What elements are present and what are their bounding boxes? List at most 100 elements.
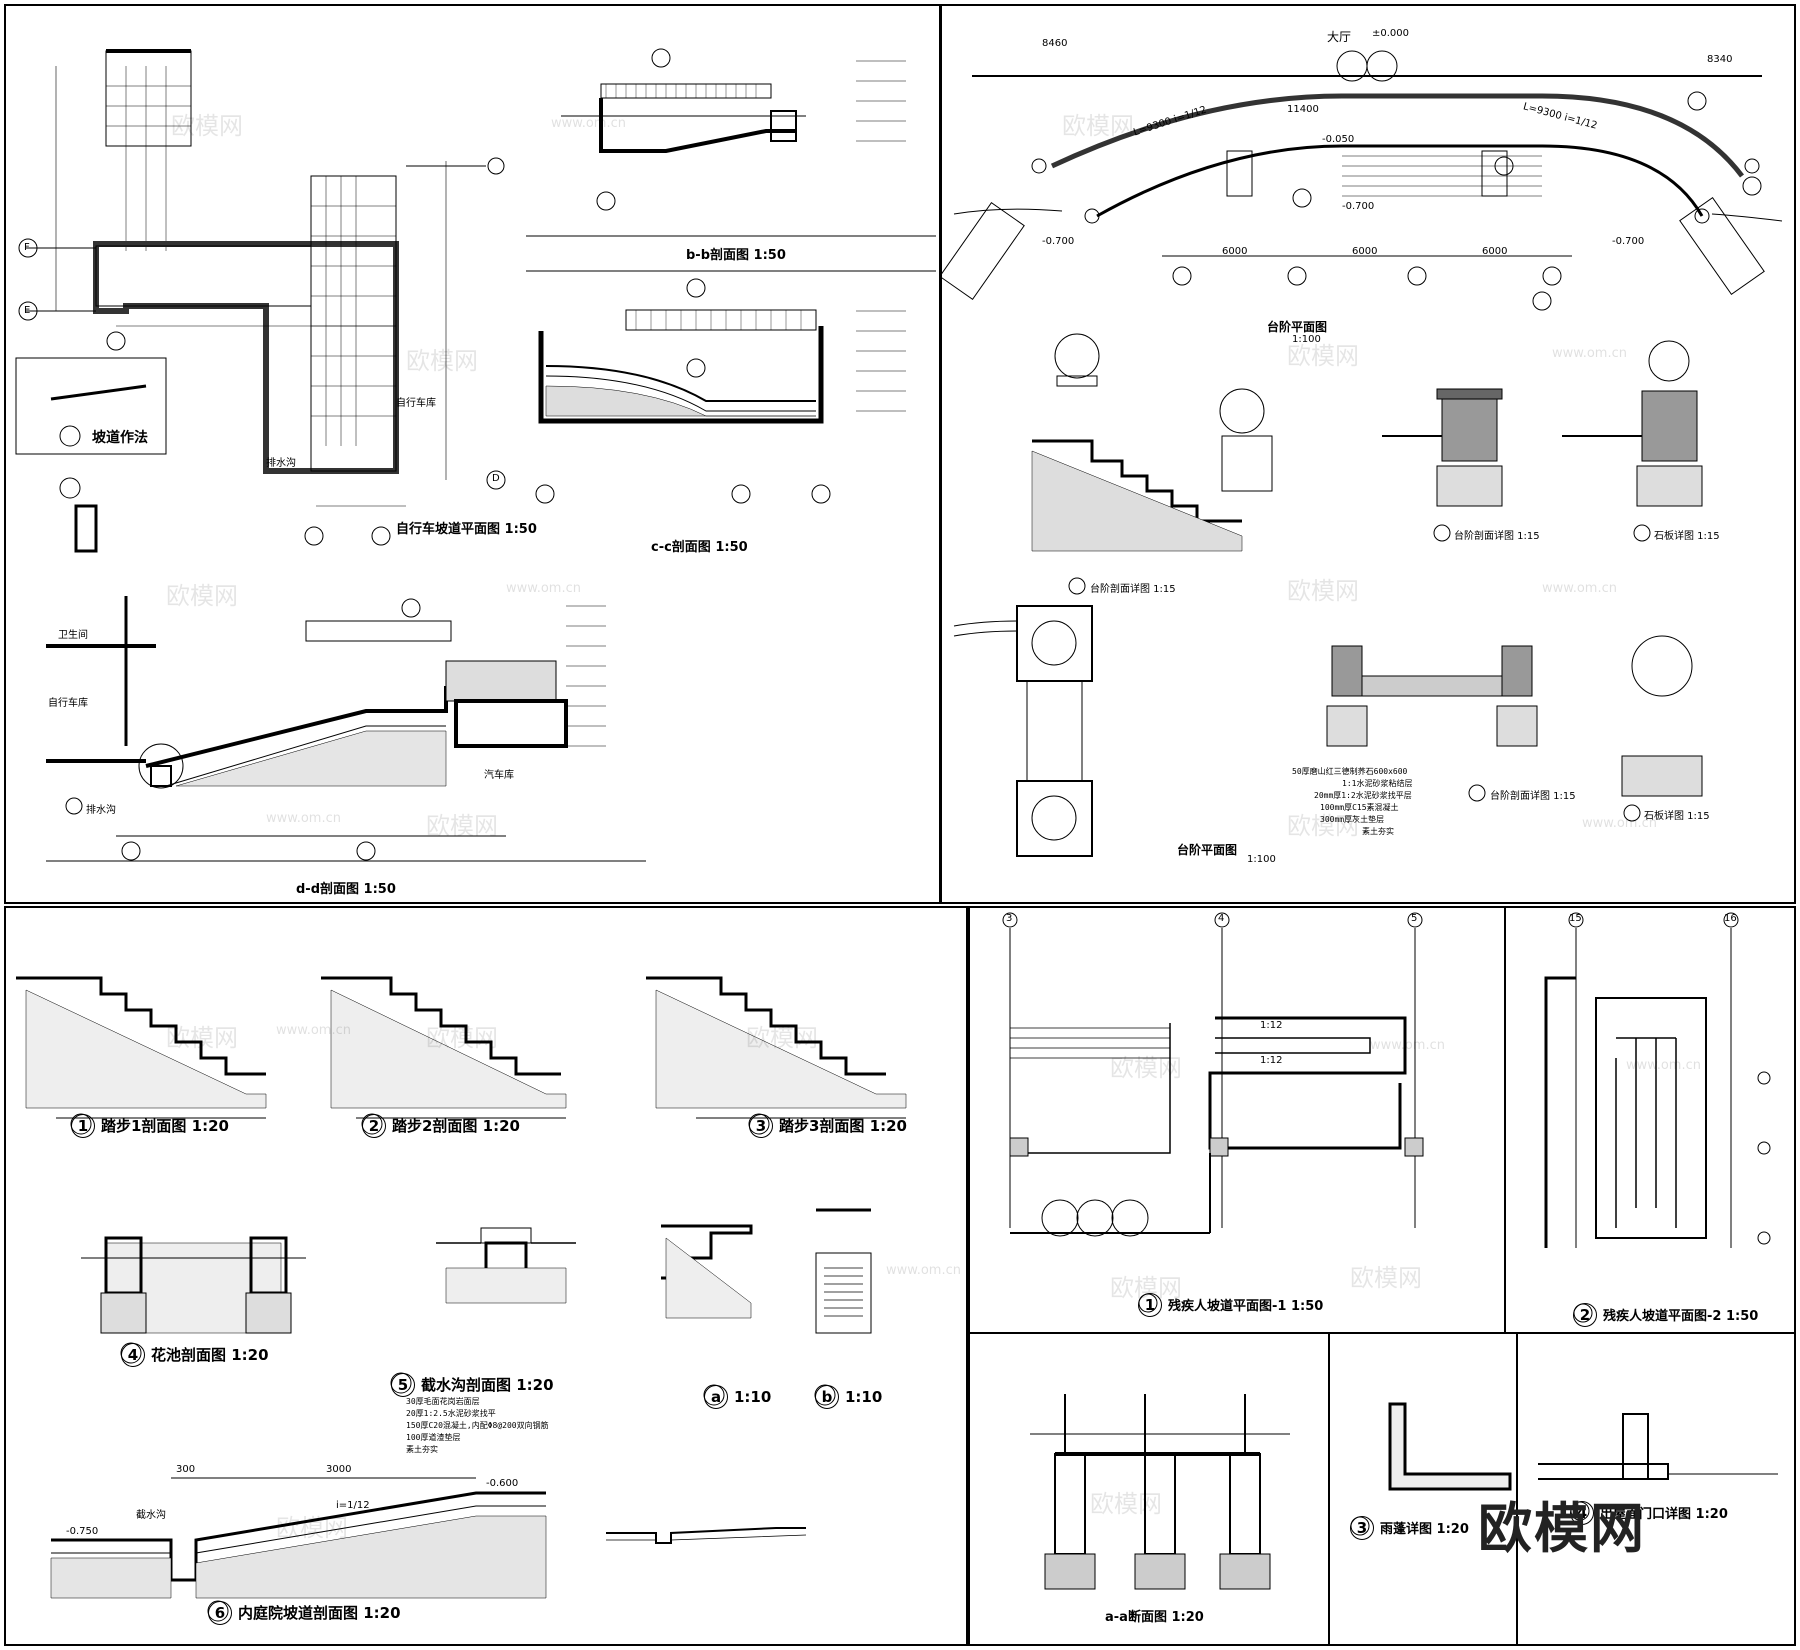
courtyard-trench: 截水沟	[136, 1510, 166, 1521]
steps-plan-title: 台阶平面图	[1267, 320, 1328, 334]
section-cc-title: c-c剖面图 1:50	[651, 540, 748, 555]
watermark: 欧模网	[746, 1024, 818, 1052]
circle-a-icon: a	[704, 1385, 728, 1409]
dim-top-1: 11400	[1287, 104, 1319, 115]
label-hall: 大厅	[1327, 30, 1352, 44]
grid-4: 4	[1218, 913, 1225, 924]
watermark-url: www.om.cn	[1542, 581, 1617, 596]
sheet-canopy: 3 雨蓬详图 1:20	[1328, 1332, 1518, 1646]
c-layer-3: 100厚道渣垫层	[406, 1433, 461, 1442]
planter-title: 4 花池剖面图 1:20	[121, 1343, 269, 1367]
steps-plan2-title: 台阶平面图	[1177, 843, 1238, 857]
detail-4-title: 石板详图 1:15	[1654, 531, 1720, 542]
watermark-url: www.om.cn	[1626, 1058, 1701, 1073]
step2-title-text: 踏步2剖面图 1:20	[392, 1117, 520, 1135]
circle-1-icon: 1	[1138, 1293, 1162, 1317]
detail-5-title: 石板详图 1:15	[1644, 811, 1710, 822]
sheet-c-drawing	[16, 976, 907, 1622]
step1-title: 1 踏步1剖面图 1:20	[71, 1114, 229, 1138]
watermark: 欧模网	[1090, 1490, 1162, 1518]
watermark: 欧模网	[171, 112, 243, 140]
grid-F: F	[24, 242, 30, 253]
detail-2-title: 台阶剖面详图 1:15	[1454, 531, 1540, 542]
circle-5-icon: 5	[391, 1373, 415, 1397]
layer-2: 20mm厚1:2水泥砂浆找平层	[1314, 791, 1412, 800]
ramp-slope-1: 1:12	[1260, 1020, 1283, 1031]
watermark-url: www.om.cn	[506, 581, 581, 596]
elev-0: ±0.000	[1372, 28, 1410, 39]
sheet-a-drawing	[15, 48, 936, 862]
det-a-title: a 1:10	[704, 1385, 771, 1409]
circle-4-icon: 4	[121, 1343, 145, 1367]
dim-bottom-2: 6000	[1482, 246, 1508, 257]
label-drain: 排水沟	[266, 458, 296, 469]
watermark: 欧模网	[1350, 1264, 1422, 1292]
section-dd-title: d-d剖面图 1:50	[296, 882, 396, 897]
label-toilet: 卫生间	[58, 630, 88, 641]
circle-3-icon: 3	[1350, 1516, 1374, 1540]
ramp1-title-text: 残疾人坡道平面图-1 1:50	[1168, 1299, 1324, 1314]
planter-title-text: 花池剖面图 1:20	[151, 1346, 269, 1364]
grid-15: 15	[1569, 913, 1582, 924]
watermark: 欧模网	[166, 1024, 238, 1052]
canopy-title: 3 雨蓬详图 1:20	[1350, 1516, 1469, 1540]
canopy-title-text: 雨蓬详图 1:20	[1380, 1522, 1469, 1537]
courtyard-elev-left: -0.750	[66, 1526, 99, 1537]
trench-title-text: 截水沟剖面图 1:20	[421, 1376, 554, 1394]
watermark-url: www.om.cn	[266, 811, 341, 826]
ramp-plan-title: 自行车坡道平面图 1:50	[396, 522, 537, 537]
det-a-scale: 1:10	[734, 1388, 772, 1406]
circle-3-icon: 3	[749, 1114, 773, 1138]
sheet-d2-drawing	[1544, 912, 1771, 1323]
section-bb-title: b-b剖面图 1:50	[686, 248, 786, 263]
ramp2-title-text: 残疾人坡道平面图-2 1:50	[1603, 1309, 1759, 1324]
dim-bottom-0: 6000	[1222, 246, 1248, 257]
ramp-slope-2: 1:12	[1260, 1055, 1283, 1066]
watermark-url: www.om.cn	[276, 1023, 351, 1038]
roof-door-title-text: 出屋面门口详图 1:20	[1600, 1507, 1728, 1522]
layer-1: 1:1水泥砂浆粘结层	[1342, 779, 1413, 788]
watermark: 欧模网	[1287, 812, 1359, 840]
grid-D: D	[492, 473, 500, 484]
c-layer-1: 20厚1:2.5水泥砂浆找平	[406, 1409, 496, 1418]
label-bike-garage-2: 自行车库	[48, 698, 88, 709]
step3-title-text: 踏步3剖面图 1:20	[779, 1117, 907, 1135]
dim-top-0: 8460	[1042, 38, 1068, 49]
dim-bottom-1: 6000	[1352, 246, 1378, 257]
step3-title: 3 踏步3剖面图 1:20	[749, 1114, 907, 1138]
grid-E: E	[24, 305, 31, 316]
sheet-steps-plan: 大厅 ±0.000 -0.050 -0.700 -0.700 -0.700 L=…	[940, 4, 1796, 904]
layer-3: 100mm厚C15素混凝土	[1320, 803, 1399, 812]
layer-4: 300mm厚灰土垫层	[1320, 815, 1385, 824]
watermark-url: www.om.cn	[551, 116, 626, 131]
watermark-url: www.om.cn	[1552, 346, 1627, 361]
courtyard-elev-right: -0.600	[486, 1478, 519, 1489]
det-b-scale: 1:10	[845, 1388, 883, 1406]
circle-4-icon: 4	[1570, 1501, 1594, 1525]
grid-3: 3	[1006, 913, 1013, 924]
elev-1: -0.050	[1322, 134, 1355, 145]
ramp1-title: 1 残疾人坡道平面图-1 1:50	[1138, 1293, 1323, 1317]
watermark: 欧模网	[406, 347, 478, 375]
circle-1-icon: 1	[71, 1114, 95, 1138]
c-layer-4: 素土夯实	[406, 1445, 438, 1454]
label-bike-garage: 自行车库	[396, 398, 436, 409]
watermark-url: www.om.cn	[1370, 1038, 1445, 1053]
grid-16: 16	[1724, 913, 1737, 924]
courtyard-slope: i=1/12	[336, 1500, 370, 1511]
sheet-b-drawing	[942, 50, 1783, 857]
courtyard-dim-0: 300	[176, 1464, 196, 1475]
step1-title-text: 踏步1剖面图 1:20	[101, 1117, 229, 1135]
sheet-roof-door: 4 出屋面门口详图 1:20	[1516, 1332, 1796, 1646]
brand-logo: 欧模网	[1478, 1497, 1646, 1560]
watermark: 欧模网	[426, 1024, 498, 1052]
watermark: 欧模网	[276, 1514, 348, 1542]
watermark-url: www.om.cn	[1582, 816, 1657, 831]
steps-plan-scale: 1:100	[1292, 334, 1321, 345]
steps-plan2-scale: 1:100	[1247, 854, 1276, 865]
circle-b-icon: b	[815, 1385, 839, 1409]
